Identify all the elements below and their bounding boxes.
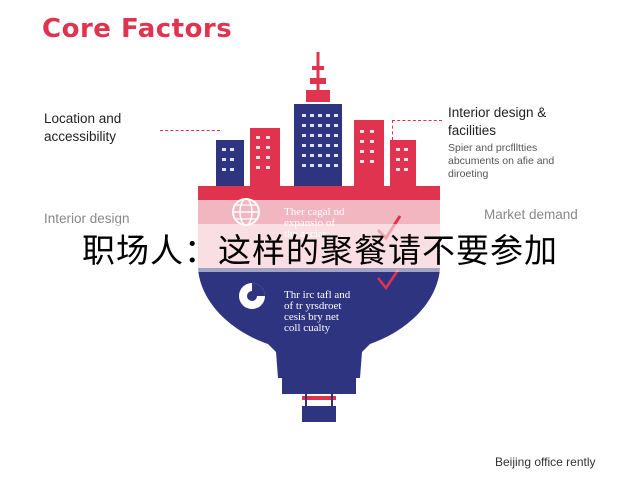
overlay-caption: 职场人：这样的聚餐请不要参加 [78, 224, 562, 272]
label-location: Location and accessibility [44, 111, 122, 144]
page-title: Core Factors [42, 14, 233, 44]
tower-antenna [306, 52, 330, 102]
label-interior-right-sub: Spier and prcflltties abcuments on afie … [448, 142, 555, 180]
pie-chart-icon [239, 283, 265, 309]
connector-interior-v [392, 120, 393, 140]
building-right-red [354, 120, 384, 186]
skyline [216, 104, 416, 186]
building-right-small [390, 140, 416, 186]
label-interior-left: Interior design [44, 211, 130, 226]
connector-location [160, 130, 220, 131]
balloon-bottom-text: Thr irc tafl and of tr yrsdroet cesis br… [284, 289, 351, 334]
balloon-top-band [198, 186, 440, 200]
building-windows [222, 114, 408, 171]
connector-interior [392, 120, 442, 121]
building-left-red [250, 128, 280, 186]
balloon-neck [282, 378, 356, 394]
balloon-basket [302, 394, 336, 422]
label-market: Market demand [484, 207, 578, 222]
overlay-caption-banner: 职场人：这样的聚餐请不要参加 [0, 224, 640, 272]
building-left-navy [216, 140, 244, 186]
label-interior-right: Interior design & facilities [448, 105, 547, 138]
footer-caption: Beijing office rently [495, 455, 596, 469]
